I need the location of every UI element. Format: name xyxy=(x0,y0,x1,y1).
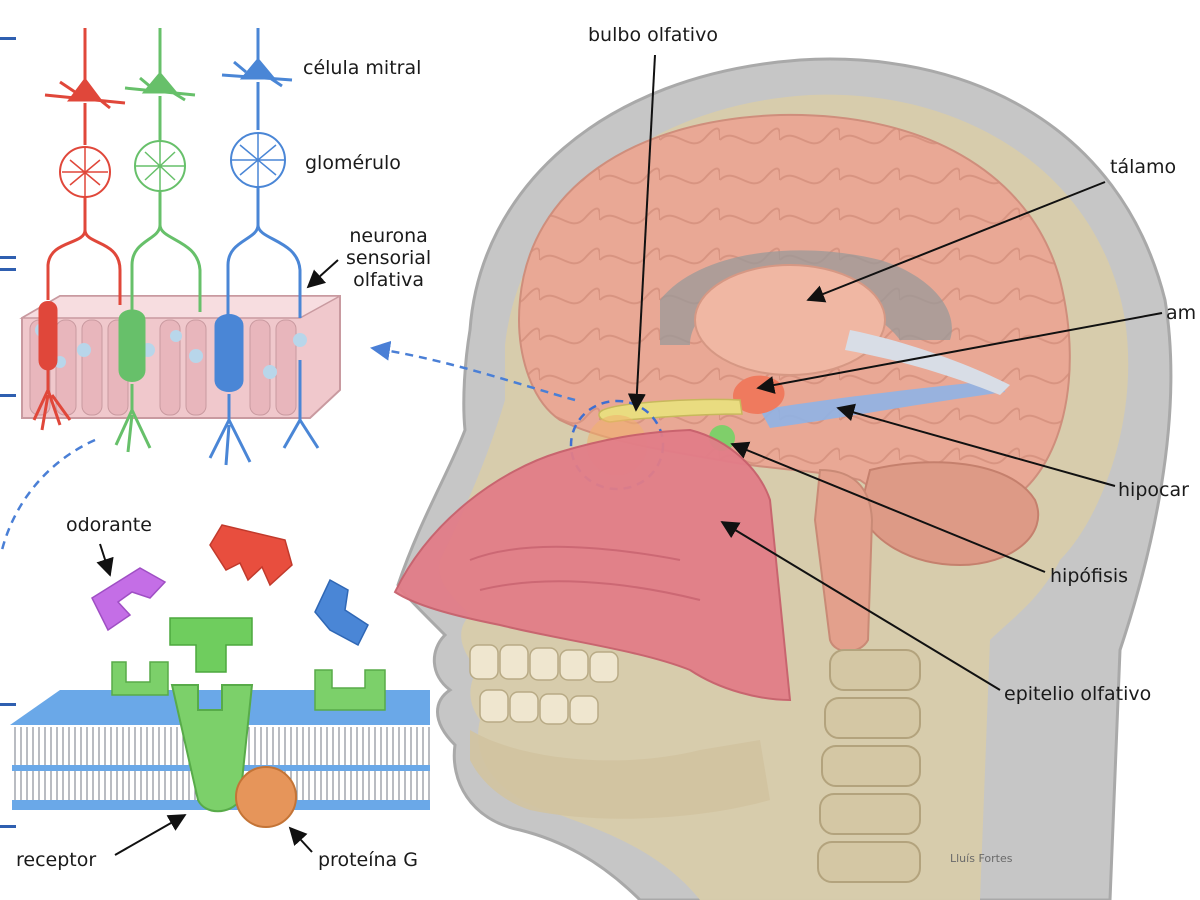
neuron-red xyxy=(32,28,126,431)
label-odorant: odorante xyxy=(66,514,152,536)
receptor-panel xyxy=(10,524,430,856)
label-pituitary: hipófisis xyxy=(1050,565,1129,587)
g-protein-shape xyxy=(235,766,297,828)
odorant-blue xyxy=(314,578,369,647)
cerebellum xyxy=(858,461,1040,567)
pointer-lines xyxy=(627,54,1163,691)
label-olfactory-epithelium: epitelio olfativo xyxy=(1004,683,1152,705)
brainstem xyxy=(813,468,874,653)
label-glomerulus: glomérulo xyxy=(305,152,401,174)
label-g-protein: proteína G xyxy=(318,849,418,871)
thalamus-shape xyxy=(694,264,886,376)
label-sensory-neuron: neurona sensorial olfativa xyxy=(346,225,432,291)
teeth xyxy=(469,644,619,725)
edge-ticks xyxy=(0,37,16,828)
hippocampus-shape xyxy=(760,380,1005,428)
mandible xyxy=(470,730,770,819)
label-thalamus: tálamo xyxy=(1110,156,1177,178)
epithelium-block xyxy=(19,295,341,419)
nasal-cavity xyxy=(393,428,792,702)
odorant-red xyxy=(209,524,293,587)
neuron-green xyxy=(114,28,202,453)
neuron-blue xyxy=(208,28,320,466)
corpus-callosum xyxy=(660,250,952,345)
label-receptor: receptor xyxy=(16,849,97,871)
odorant-purple xyxy=(91,567,167,632)
label-mitral-cell: célula mitral xyxy=(303,57,422,79)
artist-signature: Lluís Fortes xyxy=(950,852,1013,865)
label-amygdala: am xyxy=(1166,302,1197,324)
head-illustration xyxy=(393,57,1173,900)
receptor-shape xyxy=(170,684,254,813)
label-hippocampus: hipocar xyxy=(1118,479,1189,501)
label-olfactory-bulb: bulbo olfativo xyxy=(588,24,718,46)
cervical-spine xyxy=(817,649,921,883)
neuron-panel xyxy=(0,28,576,551)
